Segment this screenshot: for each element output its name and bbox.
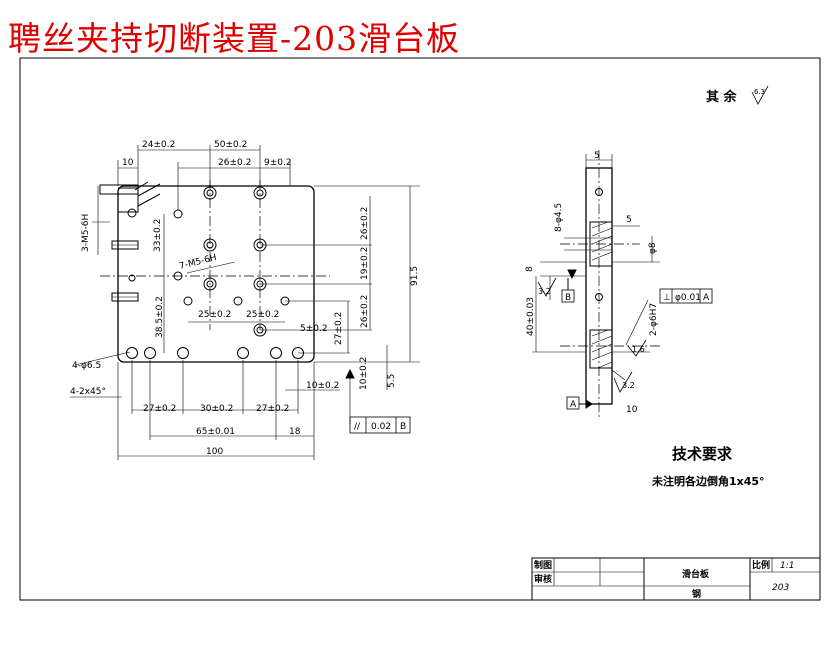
perpendicularity-value: φ0.01 [675, 293, 701, 303]
dim-91-5: 91.5 [410, 266, 420, 286]
checked-label: 审核 [534, 573, 552, 585]
dim-phi8: φ8 [648, 242, 658, 254]
chamfer-label: 4-2x45° [70, 387, 106, 397]
dim-65: 65±0.01 [196, 427, 235, 437]
datum-a-label: A [570, 400, 577, 410]
plate-outline [117, 185, 315, 363]
dim-10-top: 10 [122, 158, 134, 168]
dim-side-10: 10 [626, 405, 638, 415]
dim-27-a: 27±0.2 [143, 404, 176, 414]
dim-27-vertical: 27±0.2 [334, 312, 344, 345]
drawing-title: 聘丝夹持切断装置-203滑台板 [8, 19, 461, 58]
dim-50: 50±0.2 [214, 140, 247, 150]
title-block-labels: 制图 审核 滑台板 比例 钢 [534, 559, 770, 600]
front-dimension-labels: 24±0.2 50±0.2 26±0.2 9±0.2 10 7-M5-6H 25… [70, 140, 420, 457]
drawing-border [19, 57, 821, 601]
dim-side-5-top: 5 [594, 151, 600, 161]
surface-roughness-label: 其 余 [706, 90, 737, 105]
roughness-1-6: 1.6 [632, 345, 645, 354]
dim-26-right-a: 26±0.2 [360, 207, 370, 240]
dim-10-bottom: 10±0.2 [306, 381, 339, 391]
side-dimension-lines [532, 154, 660, 405]
dim-7-m5: 7-M5-6H [178, 253, 218, 272]
title-block [531, 557, 821, 601]
center-lines [100, 180, 330, 330]
drawn-label: 制图 [534, 559, 552, 571]
material: 钢 [692, 588, 701, 600]
dim-side-8: 8 [525, 266, 535, 272]
dim-25-a: 25±0.2 [198, 310, 231, 320]
dim-10-vertical: 10±0.2 [359, 357, 369, 390]
side-view [532, 85, 769, 420]
dim-27-b: 27±0.2 [256, 404, 289, 414]
front-dimension-lines [70, 145, 420, 460]
datum-b-label: B [565, 293, 571, 303]
dim-9: 9±0.2 [264, 158, 292, 168]
dim-8-phi4-5: 8-φ4.5 [554, 203, 564, 232]
dim-3-m5: 3-M5-6H [81, 214, 91, 252]
dim-19: 19±0.2 [360, 247, 370, 280]
dim-5-5: 5.5 [387, 374, 397, 388]
holes-label: 4-φ6.5 [72, 361, 101, 371]
perpendicularity-symbol: ⊥ [663, 293, 671, 303]
perpendicularity-frame [659, 288, 713, 304]
surface-roughness-value: 6.3 [754, 88, 765, 96]
dim-100: 100 [206, 447, 223, 457]
dim-26-right-b: 26±0.2 [360, 295, 370, 328]
parallelism-datum: B [400, 422, 406, 432]
part-name: 滑台板 [682, 568, 710, 580]
dim-26-top: 26±0.2 [218, 158, 251, 168]
roughness-3-2-a: 3.2 [538, 287, 551, 296]
side-dimension-labels: 5 8-φ4.5 5 φ8 8 40±0.03 2-φ6H7 10 1.6 3.… [525, 88, 765, 415]
scale-label: 比例 [752, 559, 770, 571]
parallelism-value: 0.02 [371, 422, 391, 432]
roughness-3-2-b: 3.2 [622, 381, 635, 390]
dim-18: 18 [289, 427, 301, 437]
dim-33: 33±0.2 [153, 219, 163, 252]
perpendicularity-datum: A [703, 293, 710, 303]
dim-25-b: 25±0.2 [246, 310, 279, 320]
dim-24: 24±0.2 [142, 140, 175, 150]
scale-value: 1:1 [780, 561, 794, 571]
parallelism-symbol: // [354, 422, 361, 432]
dim-40: 40±0.03 [526, 297, 536, 336]
technical-requirements-title: 技术要求 [672, 445, 733, 463]
dim-38-5: 38.5±0.2 [155, 296, 165, 338]
dim-side-5: 5 [626, 215, 632, 225]
technical-requirements-note: 未注明各边倒角1x45° [652, 475, 765, 488]
side-tapped-holes [99, 184, 139, 302]
front-view [70, 145, 420, 460]
dim-30: 30±0.2 [200, 404, 233, 414]
drawing-number: 203 [772, 583, 789, 593]
dim-5: 5±0.2 [300, 324, 328, 334]
counterbore-section [589, 221, 613, 369]
dim-2-phi6h7: 2-φ6H7 [649, 303, 659, 336]
parallelism-frame [349, 416, 411, 434]
step-feature [118, 187, 139, 213]
